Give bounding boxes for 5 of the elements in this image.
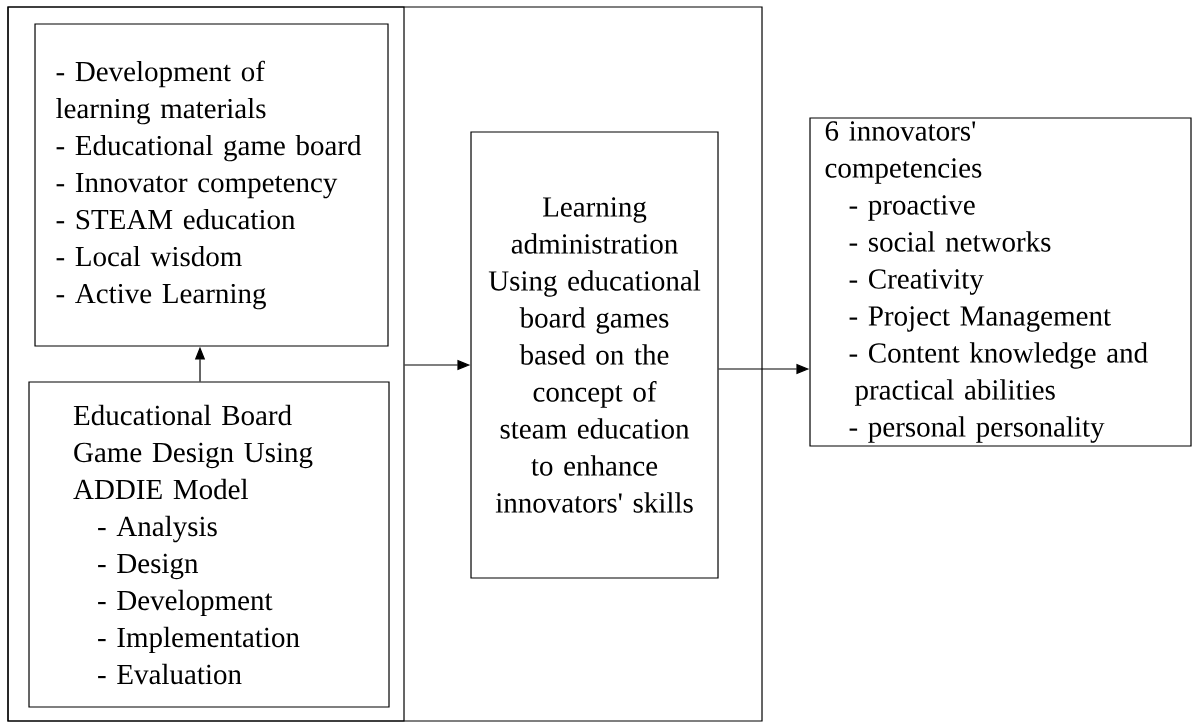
- text-box: - Development of learning materials - Educational game board - Innovator competency - STEAM education - Local wisdom - Active Learning: [34, 23, 389, 347]
- text-box: Educational Board Game Design Using ADDIE Model - Analysis - Design - Development - Implementation - Evaluation: [28, 381, 390, 708]
- text-box: 6 innovators' competencies - proactive - social networks - Creativity - Project Management - Content knowledge and practical abilities - personal personality: [809, 117, 1192, 447]
- text-box: Learning administration Using educational board games based on the concept of steam education to enhance innovators' skills: [470, 131, 719, 579]
- panel-box: [7, 6, 405, 722]
